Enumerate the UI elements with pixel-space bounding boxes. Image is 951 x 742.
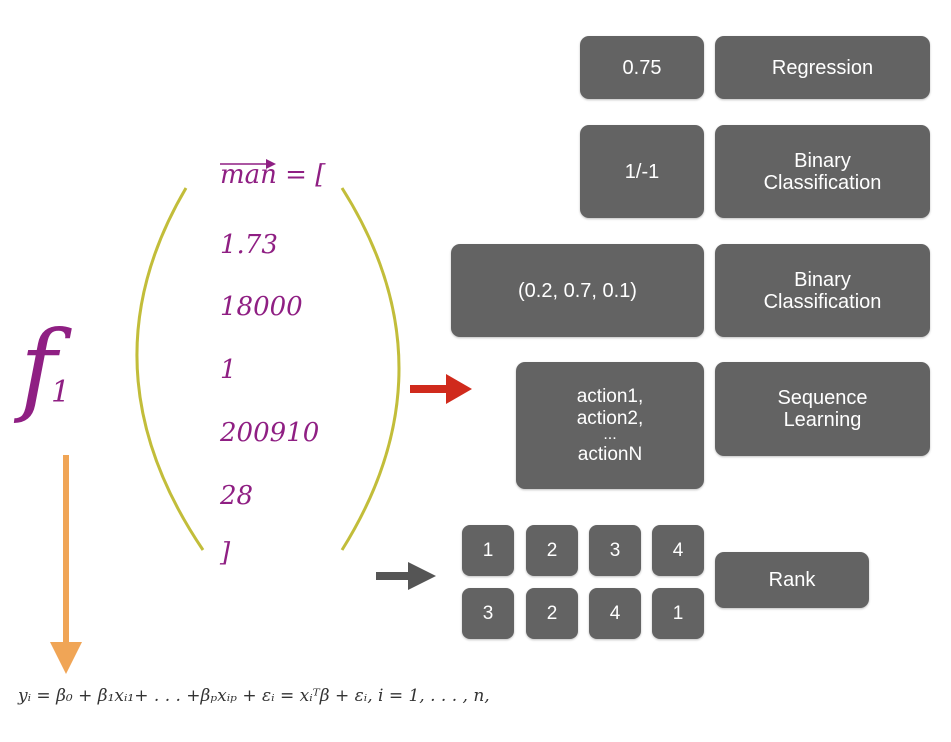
task-label-line: Binary — [794, 149, 851, 172]
vector-close: ] — [220, 538, 231, 568]
rank-label: Rank — [768, 569, 816, 591]
vector-value: 1.73 — [220, 230, 278, 260]
task-label-line: Classification — [763, 290, 882, 313]
task-label-line: Binary — [794, 268, 851, 291]
rank-cell: 1 — [462, 525, 514, 576]
task-label-line: Classification — [763, 171, 882, 194]
rank-cell: 4 — [589, 588, 641, 639]
vector-header: man = [ — [220, 160, 325, 190]
output-value-line: ... — [603, 425, 617, 443]
gray-arrow-icon — [376, 562, 436, 590]
rank-cell: 2 — [526, 525, 578, 576]
rank-cell: 3 — [462, 588, 514, 639]
vector-value: 1 — [220, 355, 237, 385]
rank-cell: 4 — [652, 525, 704, 576]
rank-cell: 2 — [526, 588, 578, 639]
rank-label-box: Rank — [715, 552, 869, 608]
function-letter: f — [20, 309, 58, 426]
vector-open: = [ — [285, 160, 326, 190]
left-parenthesis — [135, 187, 205, 551]
vector-arrow-icon — [220, 159, 276, 169]
task-label-box: Binary Classification — [715, 125, 930, 218]
output-value-box: 1/-1 — [580, 125, 704, 218]
output-value-box: 0.75 — [580, 36, 704, 99]
function-f1: f1 — [20, 318, 76, 418]
output-value-line: actionN — [577, 443, 643, 465]
function-subscript: 1 — [51, 375, 71, 410]
output-value: 1/-1 — [624, 160, 660, 183]
output-value-box: (0.2, 0.7, 0.1) — [451, 244, 704, 337]
task-label: Regression — [771, 56, 874, 79]
output-value: (0.2, 0.7, 0.1) — [518, 279, 637, 302]
output-value: 0.75 — [622, 56, 662, 79]
output-value-line: action2, — [576, 407, 644, 429]
task-label-box: Regression — [715, 36, 930, 99]
red-arrow-icon — [410, 374, 472, 404]
task-label-box: Sequence Learning — [715, 362, 930, 456]
right-parenthesis — [340, 187, 401, 551]
output-value-box: action1, action2, ... actionN — [516, 362, 704, 489]
task-label-box: Binary Classification — [715, 244, 930, 337]
regression-formula: yᵢ = β₀ + β₁xᵢ₁+ . . . +βₚxᵢₚ + εᵢ = xᵢᵀ… — [18, 686, 490, 706]
vector-value: 200910 — [220, 418, 320, 448]
output-value-line: action1, — [576, 385, 644, 407]
orange-arrow-icon — [50, 455, 82, 674]
rank-cell: 1 — [652, 588, 704, 639]
vector-value: 18000 — [220, 292, 303, 322]
rank-cell: 3 — [589, 525, 641, 576]
task-label-line: Learning — [783, 409, 862, 431]
task-label-line: Sequence — [777, 387, 868, 409]
vector-value: 28 — [220, 481, 254, 511]
